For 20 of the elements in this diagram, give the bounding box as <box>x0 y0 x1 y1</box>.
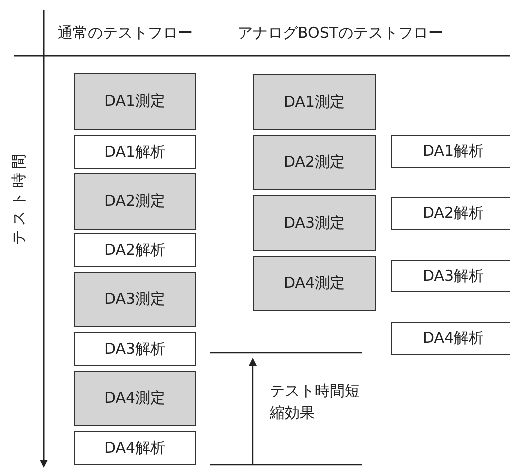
measurement-box: DA1測定 <box>253 74 376 130</box>
analysis-box: DA1解析 <box>391 135 510 168</box>
measurement-box: DA4測定 <box>74 371 196 426</box>
analysis-box: DA1解析 <box>74 135 196 169</box>
analysis-box: DA4解析 <box>391 322 510 355</box>
measurement-box: DA2測定 <box>253 135 376 190</box>
analysis-box: DA3解析 <box>74 332 196 366</box>
annotation-text: テスト時間短縮効果 <box>270 381 360 424</box>
column-heading: アナログBOSTのテストフロー <box>238 24 444 43</box>
analysis-box: DA3解析 <box>391 260 510 292</box>
column-heading: 通常のテストフロー <box>58 24 193 43</box>
axis-label: テスト時間 <box>10 150 29 245</box>
measurement-box: DA3測定 <box>253 195 376 251</box>
analysis-box: DA2解析 <box>74 233 196 267</box>
measurement-box: DA1測定 <box>74 73 196 130</box>
measurement-box: DA3測定 <box>74 272 196 327</box>
analysis-box: DA4解析 <box>74 431 196 465</box>
analysis-box: DA2解析 <box>391 197 510 230</box>
measurement-box: DA2測定 <box>74 173 196 230</box>
measurement-box: DA4測定 <box>253 256 376 311</box>
